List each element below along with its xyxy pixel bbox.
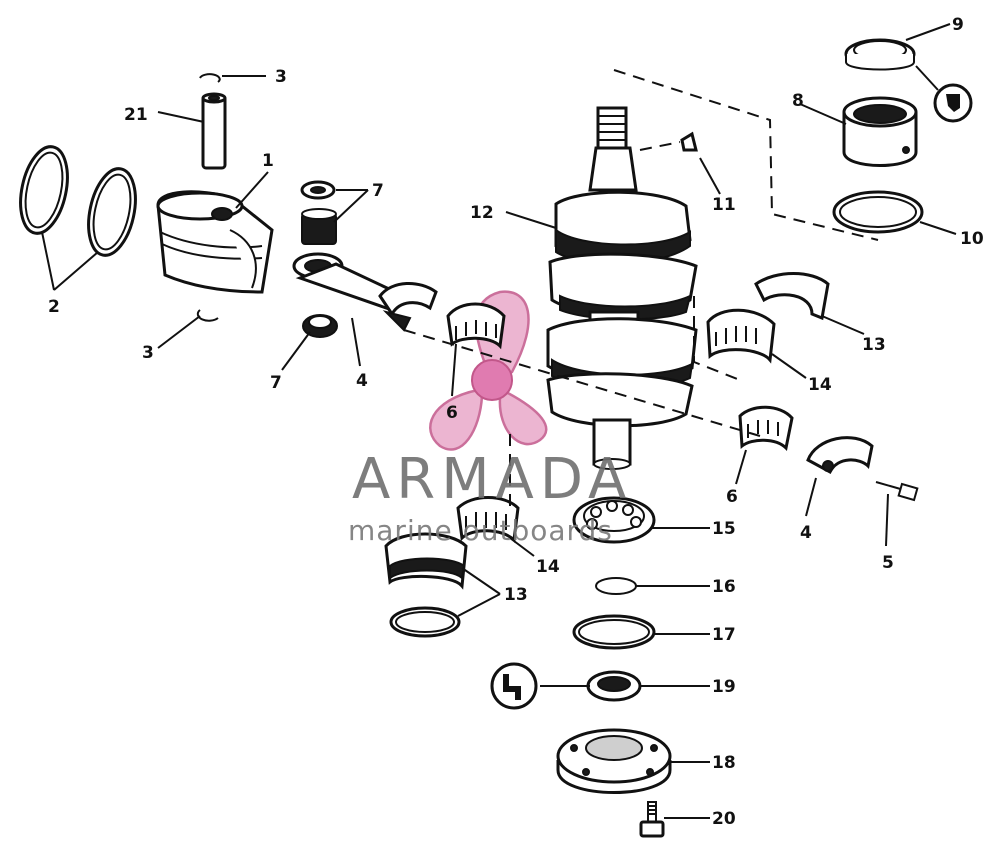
oil-seal-19 (586, 670, 642, 702)
callout-8: 8 (792, 91, 804, 111)
piston-pin (201, 92, 227, 170)
callout-10: 10 (960, 229, 984, 249)
callout-9: 9 (952, 15, 964, 35)
piston (156, 190, 274, 294)
bearing-retainer-18 (556, 728, 672, 794)
connecting-rod (292, 252, 438, 332)
callout-17: 17 (712, 625, 736, 645)
rod-cap-screw (875, 481, 919, 502)
callout-2: 2 (48, 297, 60, 317)
callout-6-right: 6 (726, 487, 738, 507)
retaining-ring-lower (389, 606, 461, 638)
upper-bearing-o-ring (832, 190, 924, 234)
callout-labels: 1 2 3 3 4 4 5 6 6 7 7 8 9 10 11 12 13 13… (48, 15, 984, 829)
callout-1: 1 (262, 151, 274, 171)
o-ring-17 (572, 614, 656, 650)
callout-6-left: 6 (446, 403, 458, 423)
callout-13-right: 13 (862, 335, 886, 355)
callout-4-rod: 4 (356, 371, 368, 391)
assembly-dashed-lines (403, 69, 879, 512)
callout-18: 18 (712, 753, 736, 773)
callout-16: 16 (712, 577, 736, 597)
callout-19: 19 (712, 677, 736, 697)
piston-pin-retainer-bottom (196, 309, 219, 322)
callout-15: 15 (712, 519, 736, 539)
callout-4-cap: 4 (800, 523, 812, 543)
needle-bearing-half-lower (738, 405, 794, 452)
piston-pin-retainer-top (199, 73, 221, 83)
callout-20: 20 (712, 809, 736, 829)
callout-7-top: 7 (372, 181, 384, 201)
upper-main-bearing (842, 96, 918, 167)
woodruff-key (680, 131, 698, 152)
callout-11: 11 (712, 195, 736, 215)
small-end-washer-lower (302, 314, 338, 338)
lower-ball-bearing (572, 496, 656, 544)
leader-lines (41, 23, 957, 819)
retainer-screw-20 (639, 801, 665, 838)
grease-icon (490, 662, 538, 710)
callout-5: 5 (882, 553, 894, 573)
callout-3-bottom: 3 (142, 343, 154, 363)
crankshaft (546, 106, 698, 470)
small-end-needle-bearing (301, 208, 337, 245)
retaining-ring-16 (595, 577, 637, 595)
small-end-thrust-washer (300, 180, 336, 200)
callout-14-right: 14 (808, 375, 832, 395)
watermark-title: ARMADA (352, 447, 632, 512)
callout-12: 12 (470, 203, 494, 223)
callout-13-left: 13 (504, 585, 528, 605)
watermark-subtitle: marine outboards (348, 514, 613, 547)
callout-3-top: 3 (275, 67, 287, 87)
rod-cage-upper-right (754, 272, 830, 321)
upper-seal-ring (844, 38, 916, 71)
piston-rings (19, 145, 137, 257)
loctite-icon (933, 83, 973, 123)
retaining-cage-lower (384, 532, 468, 590)
watermark-text: ARMADA marine outboards (348, 447, 632, 547)
needle-bearing-half-left (446, 302, 506, 350)
callout-21: 21 (124, 105, 148, 125)
callout-7-bottom: 7 (270, 373, 282, 393)
needle-bearing-bottom-left (456, 496, 520, 544)
needle-bearing-half-right (706, 308, 776, 364)
rod-cap (806, 436, 874, 475)
callout-14-left: 14 (536, 557, 560, 577)
